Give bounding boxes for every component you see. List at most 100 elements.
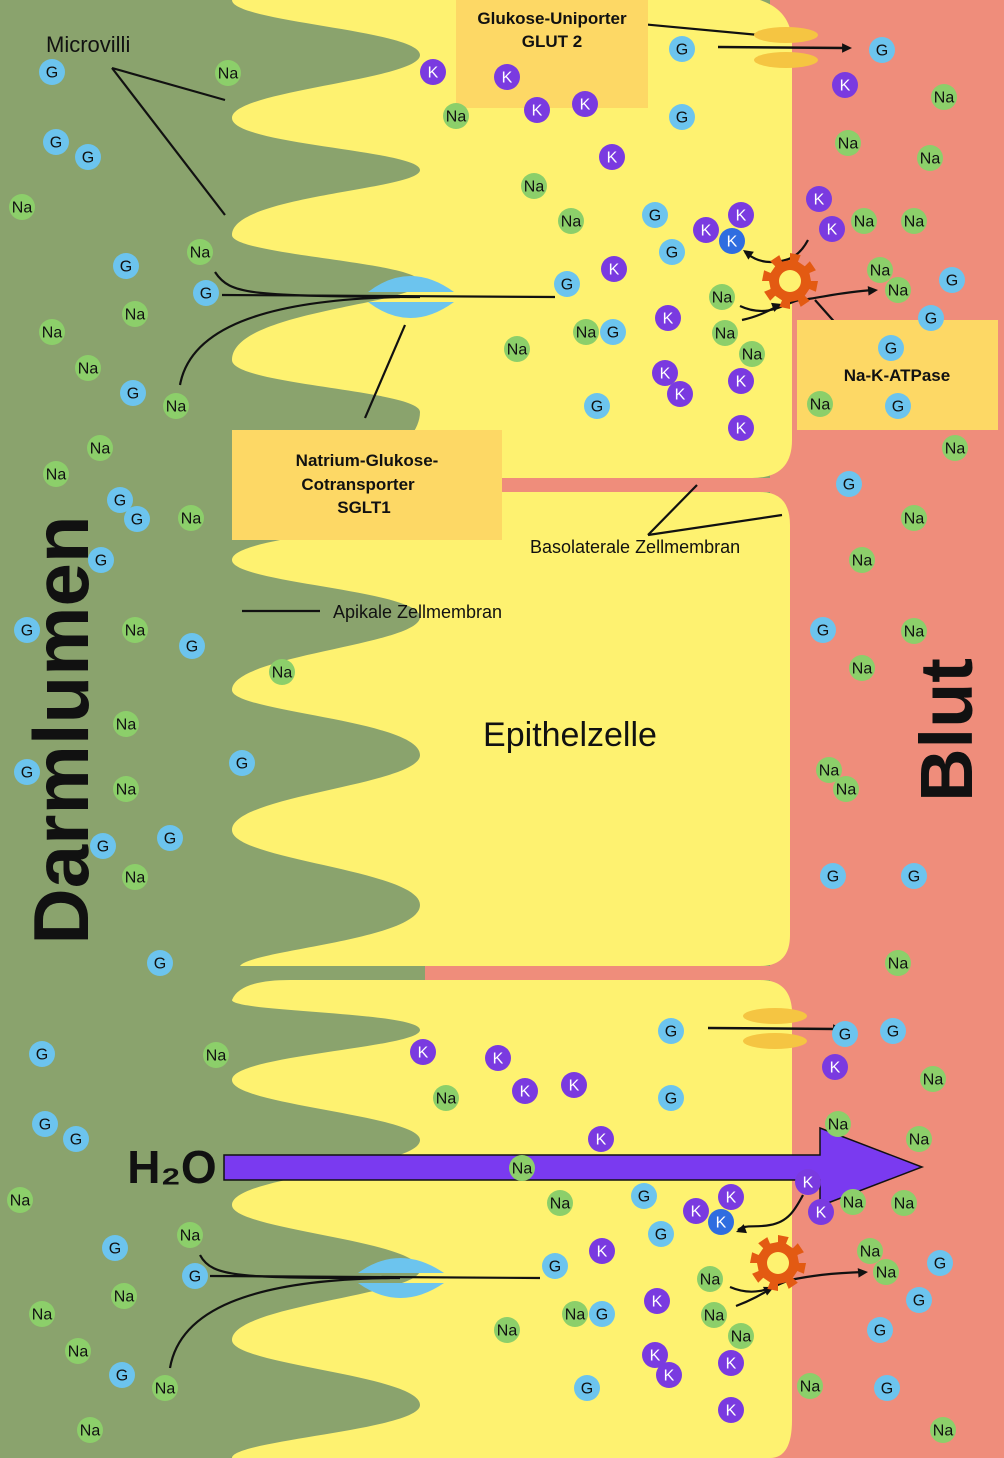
potassium-ion-label: K <box>609 262 620 279</box>
epithelial-cell-middle <box>232 492 790 966</box>
potassium-ion-label: K <box>652 1294 663 1311</box>
glucose-ion: G <box>120 380 146 406</box>
sglt1-g-path-bottom <box>209 1274 541 1280</box>
glucose-ion-label: G <box>95 553 107 570</box>
glucose-ion: G <box>939 267 965 293</box>
sglt1-na-curve-top <box>178 295 401 386</box>
glucose-ion: G <box>820 863 846 889</box>
sodium-ion: Na <box>509 1155 535 1181</box>
glucose-ion: G <box>906 1287 932 1313</box>
glucose-ion-label: G <box>881 1381 893 1398</box>
potassium-ion: K <box>652 360 678 386</box>
potassium-ion-label: K <box>701 223 712 240</box>
glucose-ion-label: G <box>913 1293 925 1310</box>
sodium-ion-label: Na <box>838 136 859 153</box>
glucose-ion-label: G <box>666 245 678 262</box>
microvilli-label: Microvilli <box>46 32 130 57</box>
sodium-ion-label: Na <box>860 1244 881 1261</box>
sodium-ion: Na <box>906 1126 932 1152</box>
sodium-ion-label: Na <box>920 151 941 168</box>
sodium-ion: Na <box>739 341 765 367</box>
glucose-ion: G <box>885 393 911 419</box>
glucose-ion: G <box>659 239 685 265</box>
potassium-ion: K <box>795 1169 821 1195</box>
sodium-ion-label: Na <box>125 623 146 640</box>
sodium-ion: Na <box>701 1302 727 1328</box>
glucose-ion: G <box>124 506 150 532</box>
glucose-ion-label: G <box>591 399 603 416</box>
glucose-ion-label: G <box>596 1307 608 1324</box>
water-flow-arrow-icon <box>223 1126 925 1208</box>
epithelial-cell-bottom <box>232 980 792 1458</box>
glucose-ion-label: G <box>655 1227 667 1244</box>
glucose-ion: G <box>869 37 895 63</box>
sodium-ion: Na <box>833 776 859 802</box>
sodium-ion: Na <box>697 1266 723 1292</box>
glucose-ion: G <box>179 633 205 659</box>
glucose-ion-label: G <box>549 1259 561 1276</box>
potassium-ion: K <box>693 217 719 243</box>
sodium-ion: Na <box>113 711 139 737</box>
glucose-ion-label: G <box>36 1047 48 1064</box>
glucose-ion-label: G <box>127 386 139 403</box>
sodium-ion: Na <box>825 1111 851 1137</box>
sodium-ion-label: Na <box>550 1196 571 1213</box>
sodium-ion-label: Na <box>904 214 925 231</box>
potassium-ion-label: K <box>830 1060 841 1077</box>
sodium-ion-label: Na <box>42 325 63 342</box>
sodium-ion-label: Na <box>565 1307 586 1324</box>
basolateral-membrane-label: Basolaterale Zellmembran <box>530 537 740 557</box>
potassium-ion: K <box>494 64 520 90</box>
potassium-ion-label: K <box>816 1205 827 1222</box>
sodium-ion-label: Na <box>497 1323 518 1340</box>
potassium-ion-label: K <box>726 1190 737 1207</box>
glucose-ion-label: G <box>946 273 958 290</box>
sodium-ion-label: Na <box>945 441 966 458</box>
potassium-ion-label: K <box>675 387 686 404</box>
sodium-ion-label: Na <box>852 661 873 678</box>
potassium-ion: K <box>832 72 858 98</box>
sodium-ion: Na <box>797 1373 823 1399</box>
sodium-ion: Na <box>65 1338 91 1364</box>
potassium-ion-label: K <box>428 65 439 82</box>
sodium-ion-label: Na <box>888 283 909 300</box>
sodium-ion: Na <box>891 1190 917 1216</box>
microvilli-pointer-b <box>111 67 226 216</box>
sodium-ion: Na <box>122 617 148 643</box>
blood-label: Blut <box>905 658 988 802</box>
sglt1-transporter-icon-lower <box>358 1258 444 1298</box>
sodium-ion: Na <box>113 776 139 802</box>
sglt1-na-path-bottom <box>199 1254 401 1280</box>
sodium-ion-label: Na <box>125 870 146 887</box>
glucose-ion: G <box>669 36 695 62</box>
atpase-k-in-bottom <box>736 1194 804 1234</box>
sodium-ion: Na <box>7 1187 33 1213</box>
glucose-ion-label: G <box>561 277 573 294</box>
sodium-ion: Na <box>728 1323 754 1349</box>
potassium-ion: K <box>642 1342 668 1368</box>
glucose-ion: G <box>584 393 610 419</box>
sodium-ion: Na <box>87 435 113 461</box>
potassium-ion-label: K <box>663 311 674 328</box>
glucose-ion-label: G <box>676 42 688 59</box>
sodium-ion-label: Na <box>854 214 875 231</box>
sodium-ion: Na <box>504 336 530 362</box>
glucose-ion-label: G <box>114 493 126 510</box>
sodium-ion-label: Na <box>923 1072 944 1089</box>
sodium-ion-label: Na <box>700 1272 721 1289</box>
sodium-ion-label: Na <box>843 1195 864 1212</box>
sodium-ion-label: Na <box>934 90 955 107</box>
sodium-ion: Na <box>433 1085 459 1111</box>
glucose-ion: G <box>832 1021 858 1047</box>
glucose-ion-label: G <box>908 869 920 886</box>
sodium-ion-label: Na <box>742 347 763 364</box>
microvilli-pointer-a <box>111 66 226 102</box>
sodium-ion: Na <box>77 1417 103 1443</box>
sodium-ion-label: Na <box>272 665 293 682</box>
glucose-ion: G <box>589 1301 615 1327</box>
sodium-ion-label: Na <box>524 179 545 196</box>
glucose-ion-label: G <box>21 765 33 782</box>
potassium-ion-label: K <box>736 374 747 391</box>
glucose-ion: G <box>554 271 580 297</box>
